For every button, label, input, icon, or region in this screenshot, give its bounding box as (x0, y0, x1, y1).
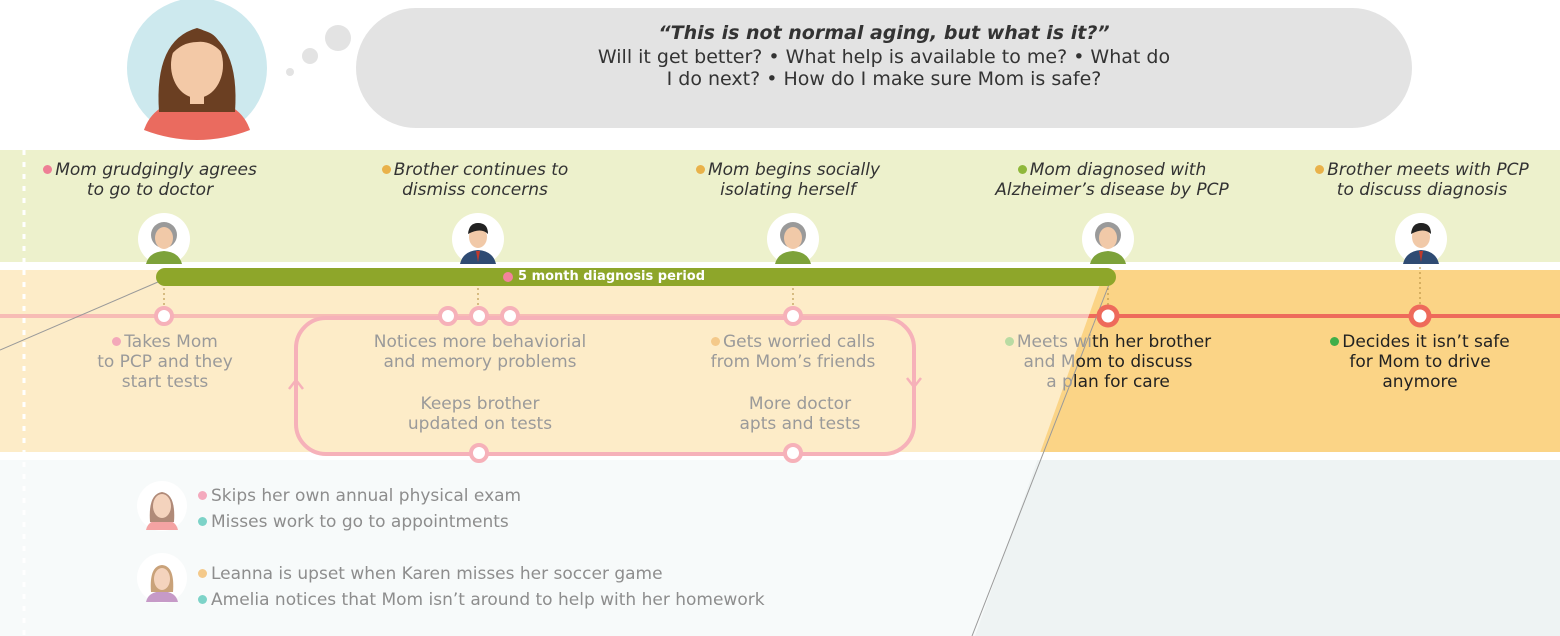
note-2: Misses work to go to appointments (198, 512, 509, 532)
thought-dots (286, 25, 351, 76)
karen-small-avatar (137, 481, 187, 531)
brother-icon (1395, 213, 1447, 265)
note-4: Amelia notices that Mom isn’t around to … (198, 590, 765, 610)
mom-icon (1082, 213, 1134, 265)
event-dot (381, 165, 391, 174)
mom-icon (767, 213, 819, 265)
thought-bubble: “This is not normal aging, but what is i… (356, 8, 1412, 128)
event-dot (43, 165, 53, 174)
node-1 (154, 306, 174, 326)
period-bar (156, 268, 1116, 286)
event-dot (695, 165, 705, 174)
note-1: Skips her own annual physical exam (198, 486, 521, 506)
mom-icon (138, 213, 190, 265)
karen-avatar (127, 0, 267, 140)
period-label: 5 month diagnosis period (518, 269, 706, 284)
action-6: Meets with her brother and Mom to discus… (978, 332, 1238, 392)
daughters-avatar (137, 553, 187, 603)
zoom-line-left (0, 281, 159, 351)
brother-icon (452, 213, 504, 265)
event-dot (1315, 165, 1325, 174)
bubble-line-2: I do next? • How do I make sure Mom is s… (666, 68, 1102, 90)
bubble-line-1: Will it get better? • What help is avail… (597, 46, 1171, 68)
event-dot (1017, 165, 1027, 174)
bubble-quote: “This is not normal aging, but what is i… (658, 22, 1110, 44)
note-3: Leanna is upset when Karen misses her so… (198, 564, 663, 584)
zoom-line-right (971, 281, 1111, 636)
